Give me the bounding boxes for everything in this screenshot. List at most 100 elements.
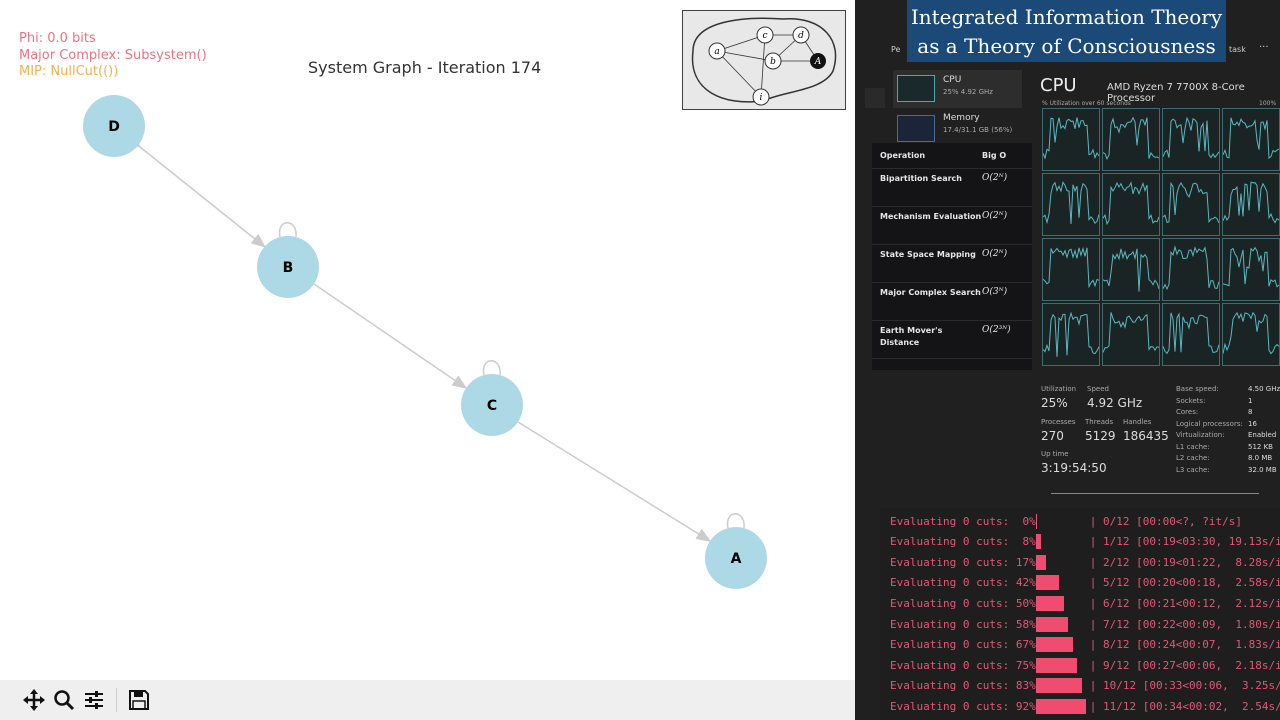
table-row: Major Complex SearchO(3ᴺ)	[872, 283, 1032, 321]
table-row: Bipartition SearchO(2ᴺ)	[872, 169, 1032, 207]
core-graph	[1042, 173, 1100, 236]
cpu-item-sub: 25% 4.92 GHz	[943, 88, 993, 96]
uptime-label: Up time	[1041, 450, 1069, 458]
node-label: B	[283, 260, 294, 276]
node-label: A	[731, 551, 742, 567]
spec-value: Enabled	[1248, 431, 1276, 439]
progress-stats: | 0/12 [00:00<?, ?it/s]	[1090, 515, 1242, 528]
spec-label: L1 cache:	[1176, 443, 1210, 451]
edge-c-a	[518, 422, 710, 541]
core-graph	[1102, 238, 1160, 301]
run-task-button[interactable]: task	[1229, 45, 1246, 54]
graph-label: % Utilization over 60 seconds	[1042, 100, 1131, 107]
edge-b-c	[314, 284, 466, 388]
progress-stats: | 10/12 [00:33<00:06, 3.25s/it]	[1090, 679, 1280, 692]
big-o-cell: O(3ᴺ)	[982, 287, 1007, 316]
progress-label: Evaluating 0 cuts:	[890, 597, 1009, 610]
more-button[interactable]: ···	[1259, 42, 1269, 53]
table-row: State Space MappingO(2ᴺ)	[872, 245, 1032, 283]
brain-node: b	[770, 57, 776, 67]
progress-bar	[1036, 514, 1090, 529]
spec-value: 8	[1248, 408, 1252, 416]
progress-line: Evaluating 0 cuts: 50% | 6/12 [00:21<00:…	[890, 593, 1280, 613]
terminal-output: Evaluating 0 cuts: 0% | 0/12 [00:00<?, ?…	[880, 508, 1280, 720]
core-graph	[1102, 108, 1160, 171]
progress-stats: | 6/12 [00:21<00:12, 2.12s/it]	[1090, 597, 1280, 610]
progress-line: Evaluating 0 cuts: 83% | 10/12 [00:33<00…	[890, 676, 1280, 696]
progress-bar	[1036, 658, 1090, 673]
progress-label: Evaluating 0 cuts:	[890, 638, 1009, 651]
progress-percent: 50%	[1009, 597, 1036, 610]
progress-label: Evaluating 0 cuts:	[890, 679, 1009, 692]
toolbar-divider	[116, 688, 117, 712]
table-row: Earth Mover's DistanceO(2³ᴺ)	[872, 321, 1032, 359]
node-label: C	[487, 398, 497, 414]
progress-label: Evaluating 0 cuts:	[890, 700, 1009, 713]
edge-d-b	[140, 147, 265, 247]
handles-value: 186435	[1123, 429, 1169, 443]
cpu-thumbnail	[897, 75, 935, 102]
core-graph	[1222, 108, 1280, 171]
speed-label: Speed	[1087, 385, 1109, 393]
progress-line: Evaluating 0 cuts: 58% | 7/12 [00:22<00:…	[890, 614, 1280, 634]
operation-cell: Major Complex Search	[880, 287, 982, 316]
progress-stats: | 11/12 [00:34<00:02, 2.54s/it]	[1090, 700, 1280, 713]
progress-bar	[1036, 534, 1090, 549]
graph-max: 100%	[1259, 100, 1276, 107]
divider	[1051, 493, 1259, 494]
self-loop-b	[280, 223, 297, 237]
plot-window: Phi: 0.0 bits Major Complex: Subsystem()…	[0, 0, 855, 720]
memory-thumbnail	[897, 115, 935, 142]
progress-stats: | 5/12 [00:20<00:18, 2.58s/it]	[1090, 576, 1280, 589]
operation-cell: Mechanism Evaluation	[880, 211, 982, 240]
task-manager-panel: Pe task ··· CPU 25% 4.92 GHz Memory 17.4…	[855, 0, 1280, 720]
sidebar-item-memory[interactable]: Memory 17.4/31.1 GB (56%)	[893, 110, 1022, 144]
progress-label: Evaluating 0 cuts:	[890, 535, 1009, 548]
core-graph	[1102, 173, 1160, 236]
self-loop-c	[484, 361, 501, 375]
spec-value: 4.50 GHz	[1248, 385, 1280, 393]
banner-line1: Integrated Information Theory	[907, 3, 1226, 32]
spec-label: Logical processors:	[1176, 420, 1243, 428]
progress-percent: 8%	[1009, 535, 1036, 548]
core-graph	[1162, 108, 1220, 171]
big-o-cell: O(2ᴺ)	[982, 249, 1007, 278]
progress-bar	[1036, 617, 1090, 632]
banner-line2: as a Theory of Consciousness	[907, 32, 1226, 61]
spec-value: 16	[1248, 420, 1257, 428]
core-graph	[1162, 173, 1220, 236]
nav-icon[interactable]	[865, 88, 885, 108]
threads-label: Threads	[1085, 418, 1113, 426]
pan-icon[interactable]	[22, 688, 46, 712]
brain-node: c	[762, 31, 767, 41]
save-icon[interactable]	[127, 688, 151, 712]
progress-percent: 75%	[1009, 659, 1036, 672]
core-graph	[1042, 108, 1100, 171]
spec-label: Sockets:	[1176, 397, 1205, 405]
cpu-item-label: CPU	[943, 75, 961, 85]
zoom-icon[interactable]	[52, 688, 76, 712]
progress-label: Evaluating 0 cuts:	[890, 556, 1009, 569]
progress-stats: | 7/12 [00:22<00:09, 1.80s/it]	[1090, 618, 1280, 631]
brain-node: d	[798, 31, 804, 41]
core-graph	[1222, 303, 1280, 366]
self-loop-a	[728, 514, 745, 528]
table-row: Mechanism EvaluationO(2ᴺ)	[872, 207, 1032, 245]
progress-percent: 83%	[1009, 679, 1036, 692]
configure-icon[interactable]	[82, 688, 106, 712]
tab-performance[interactable]: Pe	[891, 45, 900, 54]
processes-label: Processes	[1041, 418, 1076, 426]
spec-label: Base speed:	[1176, 385, 1219, 393]
title-banner: Integrated Information Theory as a Theor…	[907, 0, 1226, 62]
plot-toolbar	[0, 680, 855, 720]
processes-value: 270	[1041, 429, 1064, 443]
spec-value: 32.0 MB	[1248, 466, 1277, 474]
progress-line: Evaluating 0 cuts: 17% | 2/12 [00:19<01:…	[890, 552, 1280, 572]
spec-value: 1	[1248, 397, 1252, 405]
big-o-cell: O(2ᴺ)	[982, 173, 1007, 202]
progress-stats: | 1/12 [00:19<03:30, 19.13s/it]	[1090, 535, 1280, 548]
spec-value: 8.0 MB	[1248, 454, 1272, 462]
sidebar-item-cpu[interactable]: CPU 25% 4.92 GHz	[893, 70, 1022, 108]
complexity-table: OperationBig O Bipartition SearchO(2ᴺ)Me…	[872, 143, 1032, 370]
core-graph	[1222, 238, 1280, 301]
